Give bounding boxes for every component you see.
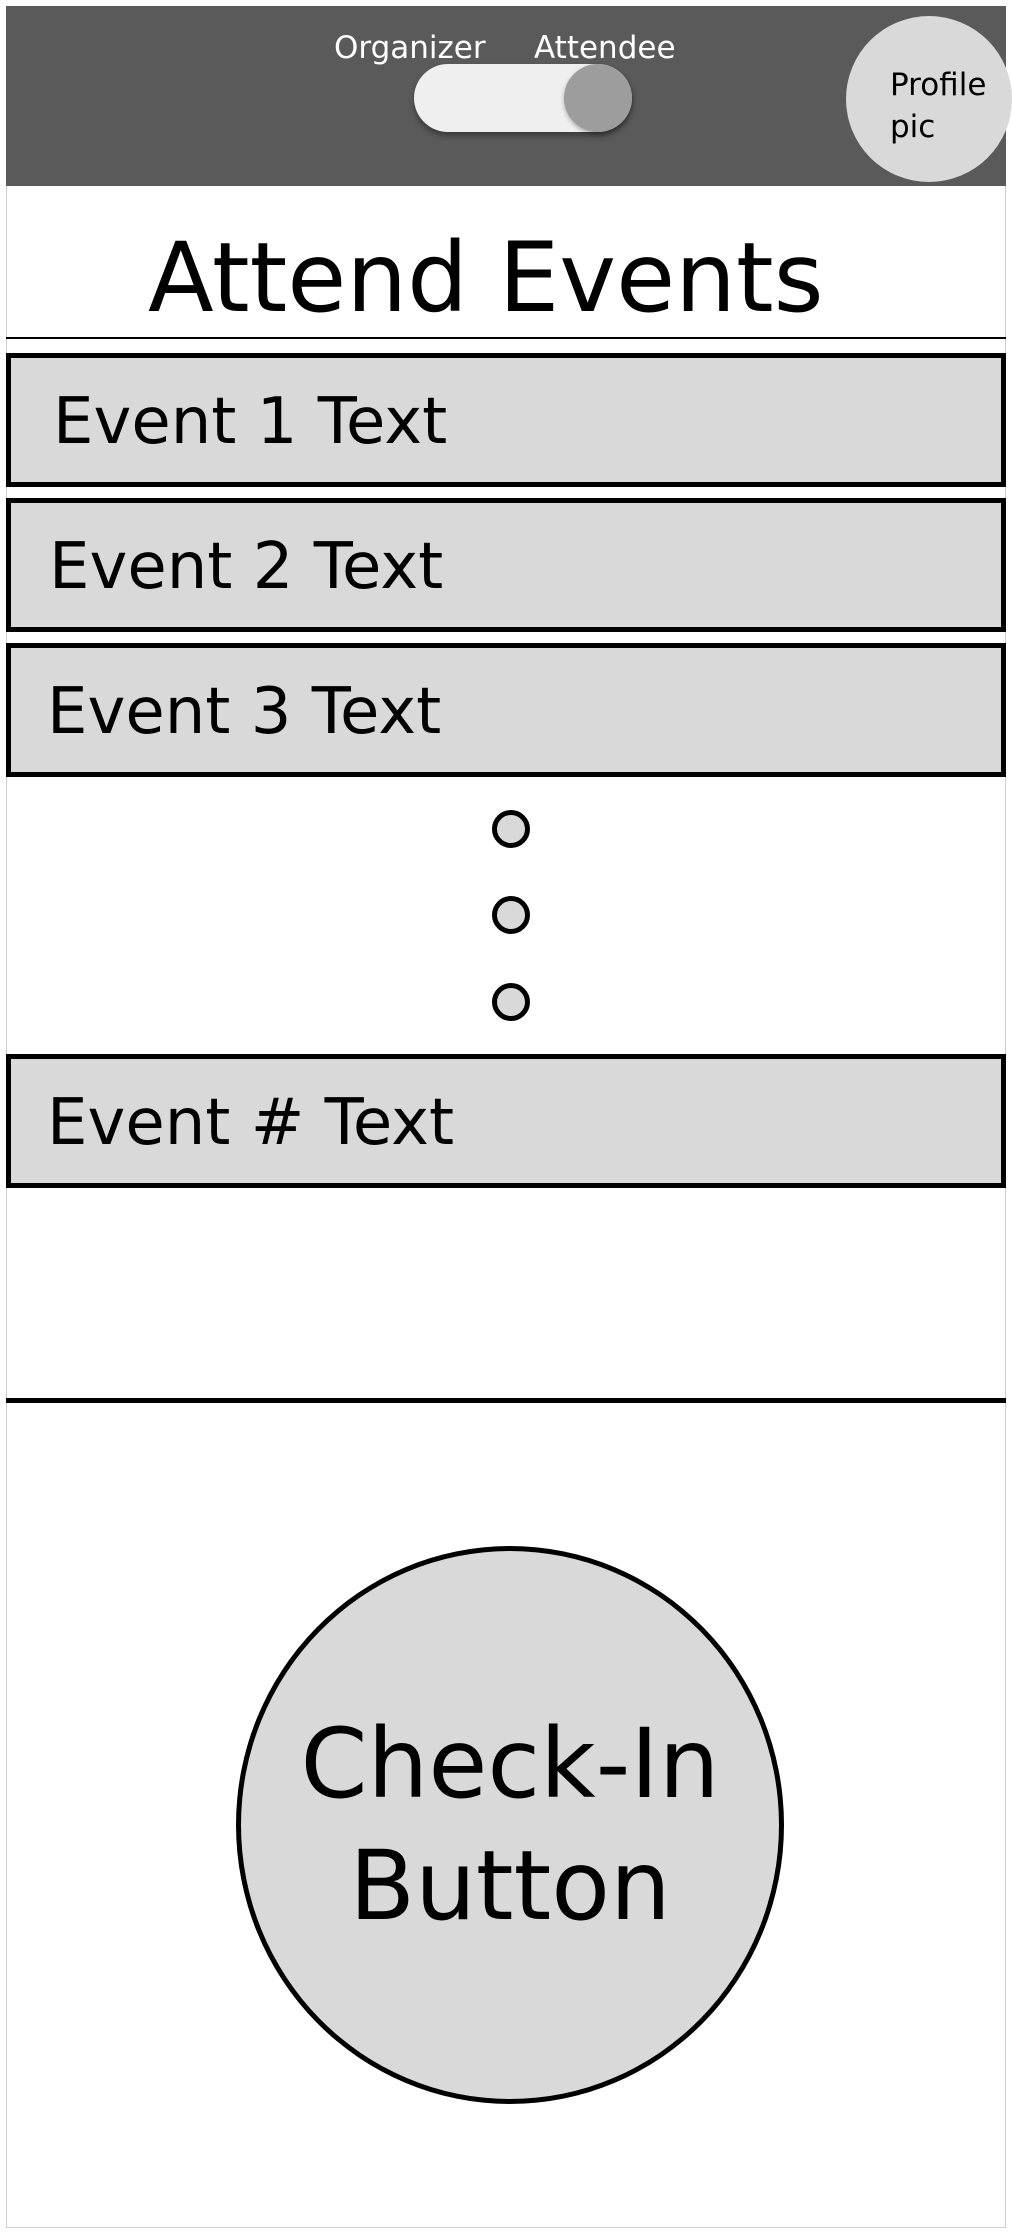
event-row-label: Event # Text bbox=[47, 1086, 455, 1160]
check-in-button[interactable]: Check-In Button bbox=[236, 1546, 784, 2104]
event-row-2[interactable]: Event 2 Text bbox=[6, 498, 1006, 632]
event-row-label: Event 1 Text bbox=[53, 385, 448, 459]
check-in-label-line1: Check-In bbox=[300, 1708, 720, 1820]
toggle-knob[interactable] bbox=[564, 64, 632, 132]
event-row-3[interactable]: Event 3 Text bbox=[6, 643, 1006, 777]
role-toggle-switch[interactable] bbox=[414, 64, 632, 132]
title-divider bbox=[6, 337, 1006, 339]
avatar-label-line1: Profile bbox=[890, 67, 987, 103]
ellipsis-dot bbox=[492, 896, 530, 934]
event-row-n[interactable]: Event # Text bbox=[6, 1054, 1006, 1188]
page-title: Attend Events bbox=[148, 222, 824, 334]
avatar-label-line2: pic bbox=[890, 109, 936, 145]
ellipsis-dot bbox=[492, 810, 530, 848]
event-row-1[interactable]: Event 1 Text bbox=[6, 353, 1006, 487]
event-row-label: Event 3 Text bbox=[47, 675, 442, 749]
check-in-label-line2: Button bbox=[349, 1830, 671, 1942]
organizer-label: Organizer bbox=[334, 30, 486, 66]
top-bar: Organizer Attendee Profile pic bbox=[6, 6, 1012, 186]
section-divider bbox=[6, 1398, 1006, 1403]
profile-avatar[interactable]: Profile pic bbox=[846, 16, 1012, 182]
ellipsis-dot bbox=[492, 983, 530, 1021]
event-row-label: Event 2 Text bbox=[49, 530, 444, 604]
attendee-label: Attendee bbox=[534, 30, 676, 66]
